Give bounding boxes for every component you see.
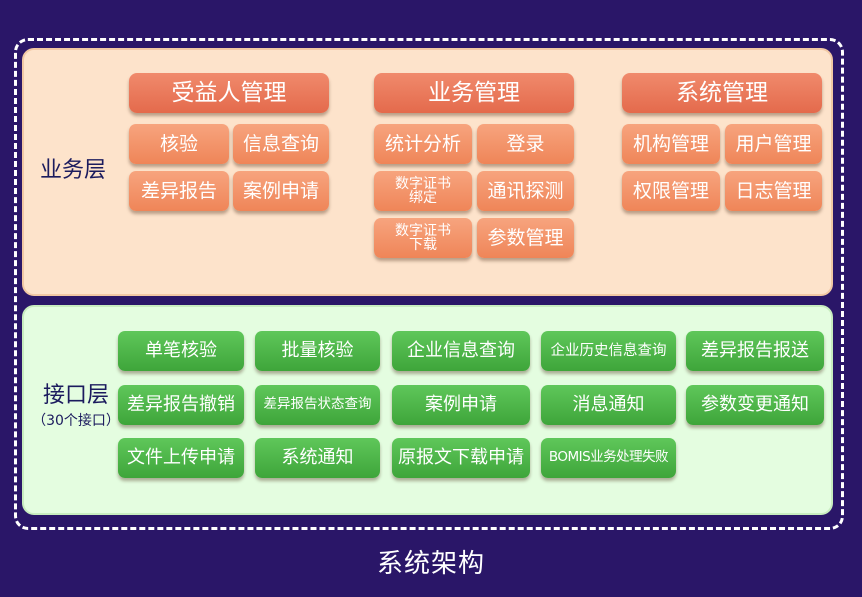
api-original-download-apply: 原报文下载申请 [392,438,530,478]
api-diff-report-status-query: 差异报告状态查询 [255,385,380,425]
api-file-upload-apply: 文件上传申请 [118,438,244,478]
business-layer-label: 业务层 [40,158,107,183]
group-header-system: 系统管理 [622,73,822,113]
interface-layer-label: 接口层 [42,383,109,408]
module-comm-probe: 通讯探测 [477,171,574,211]
module-diff-report: 差异报告 [129,171,229,211]
api-case-apply: 案例申请 [392,385,530,425]
module-stats: 统计分析 [374,124,472,164]
module-case-apply: 案例申请 [233,171,329,211]
module-verify: 核验 [129,124,229,164]
api-diff-report-revoke: 差异报告撤销 [118,385,244,425]
module-cert-download-label: 数字证书下载 [395,223,451,253]
group-header-beneficiary: 受益人管理 [129,73,329,113]
module-info-query: 信息查询 [233,124,329,164]
module-login: 登录 [477,124,574,164]
api-system-notify: 系统通知 [255,438,380,478]
api-company-history-query: 企业历史信息查询 [541,331,676,371]
interface-layer-label-block: 接口层 （30个接口） [32,377,120,430]
module-cert-download: 数字证书下载 [374,218,472,258]
module-cert-bind: 数字证书绑定 [374,171,472,211]
api-param-change-notify: 参数变更通知 [686,385,824,425]
api-diff-report-submit: 差异报告报送 [686,331,824,371]
module-cert-bind-label: 数字证书绑定 [395,176,451,206]
api-message-notify: 消息通知 [541,385,676,425]
api-bomis-failure: BOMIS业务处理失败 [541,438,676,478]
module-param-mgmt: 参数管理 [477,218,574,258]
api-single-verify: 单笔核验 [118,331,244,371]
module-perm-mgmt: 权限管理 [622,171,720,211]
module-org-mgmt: 机构管理 [622,124,720,164]
api-batch-verify: 批量核验 [255,331,380,371]
system-boundary [14,38,844,530]
module-user-mgmt: 用户管理 [725,124,822,164]
interface-layer-count: （30个接口） [32,413,120,429]
module-log-mgmt: 日志管理 [725,171,822,211]
api-company-info-query: 企业信息查询 [392,331,530,371]
diagram-caption: 系统架构 [376,549,485,579]
group-header-business: 业务管理 [374,73,574,113]
